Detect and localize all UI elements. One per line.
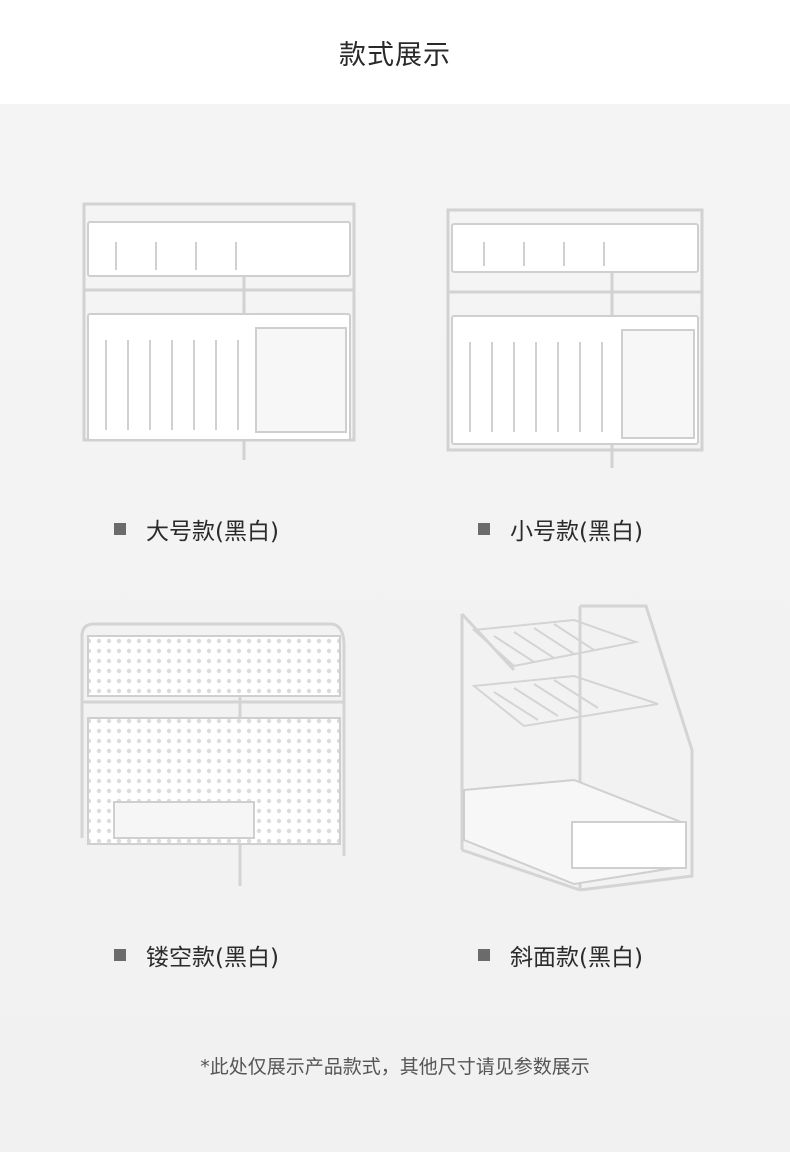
caption-small: 小号款(黑白) bbox=[478, 512, 643, 546]
drawer-rack-small-image bbox=[446, 208, 704, 468]
drawer-rack-large-image bbox=[82, 202, 356, 460]
perforated-rack-image bbox=[80, 622, 346, 886]
caption-slanted: 斜面款(黑白) bbox=[478, 938, 643, 972]
product-small[interactable] bbox=[440, 196, 710, 476]
product-perforated[interactable] bbox=[74, 606, 354, 896]
page-header: 款式展示 bbox=[0, 0, 790, 104]
bullet-square-icon bbox=[114, 949, 126, 961]
footnote: *此处仅展示产品款式，其他尺寸请见参数展示 bbox=[200, 1056, 590, 1078]
caption-slanted-label: 斜面款(黑白) bbox=[510, 945, 643, 971]
product-slanted[interactable] bbox=[454, 600, 704, 896]
caption-perforated-label: 镂空款(黑白) bbox=[146, 945, 279, 971]
bullet-square-icon bbox=[114, 523, 126, 535]
product-large[interactable] bbox=[76, 190, 366, 480]
bullet-square-icon bbox=[478, 949, 490, 961]
caption-perforated: 镂空款(黑白) bbox=[114, 938, 279, 972]
caption-large-label: 大号款(黑白) bbox=[146, 519, 279, 545]
bullet-square-icon bbox=[478, 523, 490, 535]
content-area bbox=[0, 104, 790, 1152]
caption-small-label: 小号款(黑白) bbox=[510, 519, 643, 545]
caption-large: 大号款(黑白) bbox=[114, 512, 279, 546]
page-title: 款式展示 bbox=[339, 39, 451, 71]
slanted-rack-image bbox=[460, 604, 694, 892]
